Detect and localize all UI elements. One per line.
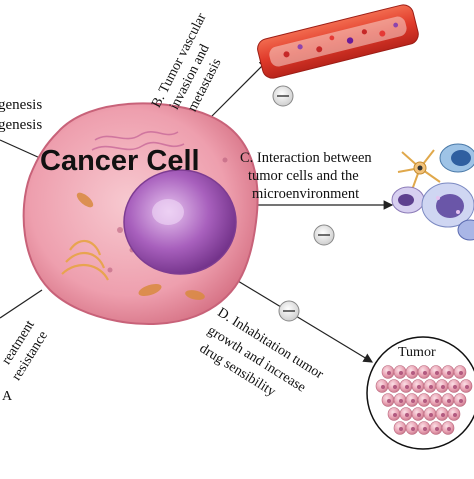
tumor-cell-nucleus	[453, 413, 457, 417]
left-top-label-1: genesis	[0, 97, 43, 113]
tumor-label: Tumor	[398, 345, 436, 360]
tumor-cell-nucleus	[459, 371, 463, 375]
tumor-cell-nucleus	[411, 399, 415, 403]
microenvironment-cells-illustration	[391, 143, 474, 241]
minus-badge-b	[272, 85, 294, 107]
tumor-cell-nucleus	[417, 413, 421, 417]
tumor-cell-nucleus	[411, 427, 415, 431]
tumor-cell-nucleus	[417, 385, 421, 389]
tumor-cell-nucleus	[405, 413, 409, 417]
tumor-cell-nucleus	[405, 385, 409, 389]
tumor-cell-nucleus	[423, 371, 427, 375]
label-c-line-2: tumor cells and the	[248, 168, 359, 184]
tumor-cell-nucleus	[435, 371, 439, 375]
line-left-top	[0, 139, 41, 159]
tumor-cell-nucleus	[465, 385, 469, 389]
tumor-illustration	[366, 336, 474, 450]
tumor-cell-nucleus	[399, 371, 403, 375]
label-c-line-3: microenvironment	[252, 186, 360, 202]
tumor-cell-nucleus	[393, 413, 397, 417]
left-bottom-label-3: A	[2, 389, 13, 404]
tumor-cell-nucleus	[423, 399, 427, 403]
cancer-cell-illustration	[22, 102, 259, 325]
tumor-cell-nucleus	[447, 371, 451, 375]
tumor-cell-nucleus	[447, 399, 451, 403]
cancer-cell-title: Cancer Cell	[40, 145, 200, 177]
minus-badge-d	[278, 300, 300, 322]
tumor-cell-nucleus	[411, 371, 415, 375]
minus-badge-c	[313, 224, 335, 246]
tumor-cell-nucleus	[447, 427, 451, 431]
tumor-cell-nucleus	[441, 413, 445, 417]
arrow-to-tumor	[227, 274, 374, 363]
tumor-cell-nucleus	[399, 427, 403, 431]
tumor-cell-nucleus	[393, 385, 397, 389]
tumor-cell-nucleus	[387, 399, 391, 403]
blood-vessel-illustration	[257, 4, 419, 79]
line-left-bottom	[0, 289, 43, 319]
tumor-cell-nucleus	[441, 385, 445, 389]
tumor-cell-nucleus	[453, 385, 457, 389]
tumor-cell-nucleus	[429, 385, 433, 389]
tumor-cell-nucleus	[399, 399, 403, 403]
tumor-cell-nucleus	[435, 399, 439, 403]
tumor-cell-nucleus	[435, 427, 439, 431]
left-top-label-2: genesis	[0, 117, 43, 133]
tumor-cell-nucleus	[423, 427, 427, 431]
tumor-cell-nucleus	[387, 371, 391, 375]
tumor-cell-nucleus	[459, 399, 463, 403]
arrow-to-vessel	[209, 59, 269, 119]
tumor-cell-nucleus	[381, 385, 385, 389]
label-c-line-1: C. Interaction between	[240, 150, 372, 166]
tumor-cell-nucleus	[429, 413, 433, 417]
